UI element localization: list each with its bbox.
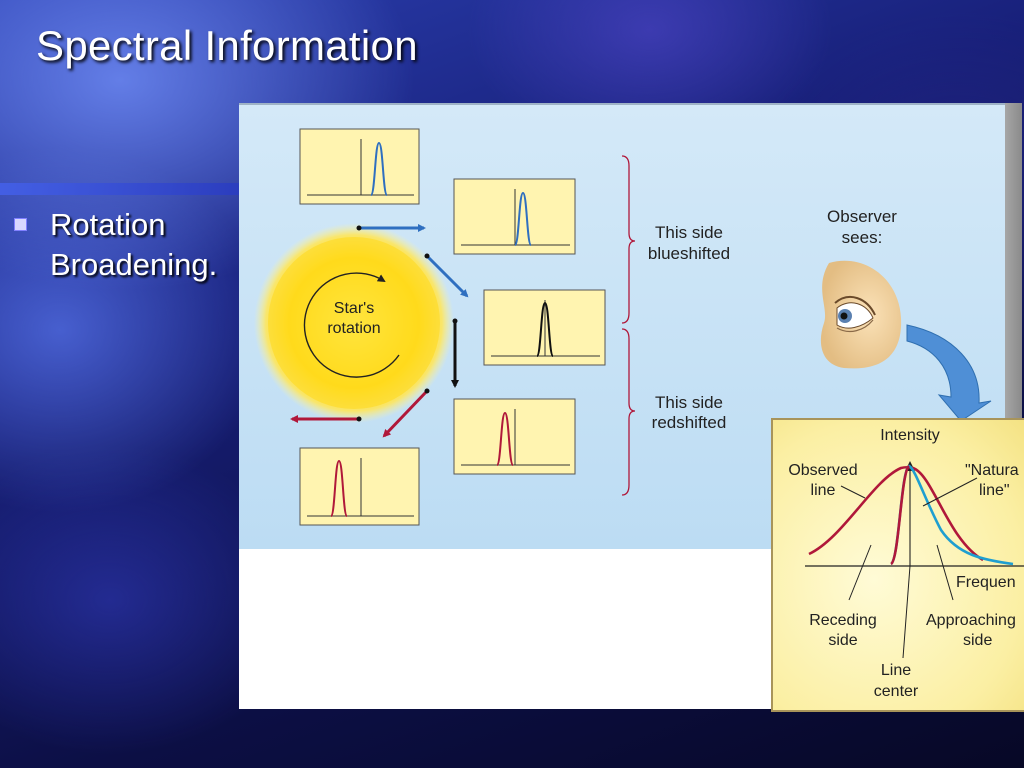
rotation-diagram: Star's rotation [254, 128, 992, 526]
observer-label-line-1: Observer [827, 207, 897, 226]
slide-title: Spectral Information [36, 22, 418, 69]
intensity-label: Intensity [880, 427, 940, 444]
approaching-label-line-2: side [963, 632, 992, 649]
velocity-arrows [290, 224, 469, 438]
spectrum-card-1 [299, 128, 420, 205]
observed-label-line-2: line [811, 482, 836, 499]
redshift-label-line-1: This side [655, 393, 723, 412]
spectrum-card-3 [483, 289, 606, 366]
star-label-line-2: rotation [327, 320, 380, 337]
curved-arrow-icon [906, 324, 992, 422]
square-bullet-icon [14, 218, 27, 231]
blue-arrow-diagonal [425, 254, 469, 298]
star-label-line-1: Star's [334, 300, 374, 317]
figure-white-area [239, 545, 772, 709]
redshift-label-line-2: redshifted [652, 413, 727, 432]
red-arrow-diagonal [382, 389, 429, 438]
frequency-label: Frequen [956, 574, 1016, 591]
rotation-arrow-icon [303, 272, 400, 378]
observer-eye-icon [820, 260, 902, 369]
observer-label-line-2: sees: [842, 228, 883, 247]
brace-blueshift-icon [621, 155, 636, 324]
line-profile-graph: Intensity Frequen Observed line "Natura … [788, 427, 1024, 700]
spectrum-card-2 [453, 178, 576, 255]
center-label-line-1: Line [881, 662, 911, 679]
natural-label-line-1: "Natura [965, 462, 1019, 479]
star: Star's rotation [254, 223, 454, 423]
center-label-line-2: center [874, 683, 919, 700]
receding-label-line-1: Receding [809, 612, 877, 629]
blueshift-label-line-1: This side [655, 223, 723, 242]
brace-redshift-icon [621, 328, 636, 496]
approaching-label-line-1: Approaching [926, 612, 1016, 629]
blueshift-label-line-2: blueshifted [648, 244, 730, 263]
figure-edge-strip [1005, 103, 1022, 420]
bullet-text: Rotation Broadening. [50, 207, 218, 282]
natural-label-line-2: line" [979, 482, 1010, 499]
natural-line-curve [889, 464, 1014, 566]
receding-label-line-2: side [828, 632, 857, 649]
title-underline-bar [0, 183, 240, 195]
spectrum-card-5 [299, 447, 420, 526]
spectrum-card-4 [453, 398, 576, 475]
line-profile-inset: Intensity Frequen Observed line "Natura … [771, 418, 1024, 712]
observed-label-line-1: Observed [788, 462, 857, 479]
